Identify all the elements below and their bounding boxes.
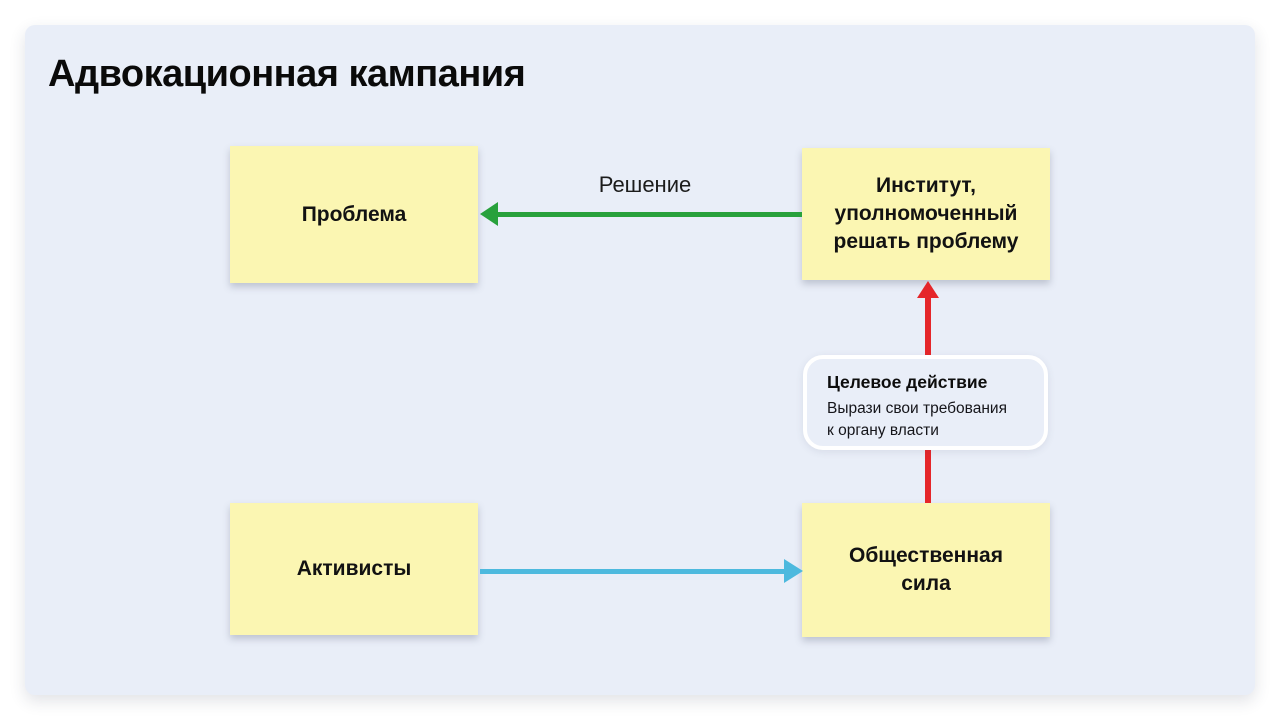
target-action-title: Целевое действие [827,372,988,392]
node-activists-label: Активисты [296,557,412,581]
solution-arrow-label: Решение [598,172,692,197]
node-problem: Проблема [230,146,478,283]
node-institution-label: Институт, уполномоченный решать проблему [833,174,1019,253]
node-problem-label: Проблема [301,202,407,226]
demand-arrowhead-up-icon [917,281,939,298]
node-institution: Институт, уполномоченный решать проблему [802,148,1050,280]
slide-canvas: Адвокационная кампания Решение Проблема … [25,25,1255,695]
node-public-force-label: Общественная сила [848,544,1003,595]
target-action-callout: Целевое действие Вырази свои требования … [803,355,1048,450]
mobilize-arrow-line [480,569,784,574]
page-title: Адвокационная кампания [48,53,526,95]
solution-arrow-line [496,212,802,217]
node-public-force: Общественная сила [802,503,1050,637]
target-action-body: Вырази свои требования к органу власти [827,400,1007,440]
solution-arrowhead-left-icon [480,202,498,226]
node-activists: Активисты [230,503,478,635]
mobilize-arrowhead-right-icon [784,559,803,583]
